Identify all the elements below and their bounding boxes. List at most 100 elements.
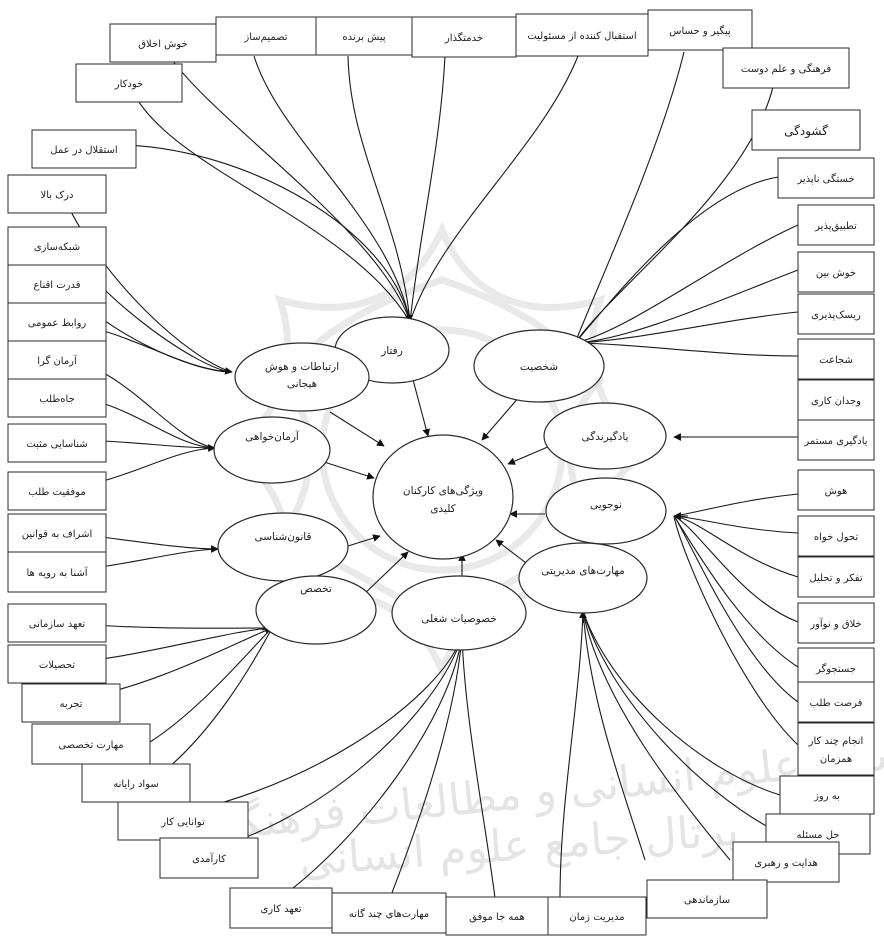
- item-box-savad: [81, 763, 191, 803]
- item-box-modiriat-zaman: [547, 896, 647, 936]
- item-box-masouliat: [515, 13, 649, 57]
- item-label-tahsilat: تحصیلات: [39, 660, 76, 671]
- item-label-berooz: به روز: [813, 791, 840, 802]
- item-box-ravabet: [7, 302, 107, 342]
- item-box-forsat: [797, 681, 875, 723]
- item-box-khallagh: [797, 602, 875, 644]
- item-box-berooz: [779, 775, 875, 815]
- category-idealism: آرمان‌خواهی: [213, 416, 331, 484]
- item-label-tahavol: تحول خواه: [814, 532, 858, 543]
- item-label-shabake: شبکه‌سازی: [34, 242, 80, 253]
- category-label-innovation: نوجویی: [590, 499, 622, 511]
- item-label-anjam-2: همزمان: [820, 754, 852, 765]
- item-label-tafakor: تفکر و تحلیل: [809, 573, 862, 584]
- item-box-movafaghiat: [7, 471, 107, 511]
- category-label-communication-1: ارتباطات و هوش: [265, 361, 339, 373]
- item-label-khoshbin: خوش بین: [816, 268, 856, 279]
- center-label-1: ویژگی‌های کارکنان: [403, 484, 483, 497]
- category-communication: ارتباطات و هوش هیجانی: [234, 342, 370, 412]
- item-label-tahod-kari: تعهد کاری: [260, 904, 301, 915]
- item-box-karamadi: [159, 837, 259, 879]
- category-label-management: مهارت‌های مدیریتی: [541, 565, 625, 577]
- item-label-hoosh: هوش: [825, 486, 848, 497]
- item-box-tasmimsaz: [215, 16, 317, 56]
- item-box-tahod-sazmani: [7, 603, 107, 643]
- item-box-shojaat: [797, 338, 875, 380]
- item-label-pishbarande: پیش برنده: [342, 32, 386, 43]
- item-label-hedayat: هدایت و رهبری: [754, 858, 818, 869]
- item-boxes: خوش اخلاق تصمیم‌ساز پیش برنده خدمتگذار ا…: [7, 9, 875, 936]
- item-label-tahod-sazmani: تعهد سازمانی: [29, 619, 86, 630]
- item-label-ravabet: روابط عمومی: [28, 318, 87, 329]
- item-box-esteghlal: [31, 129, 137, 169]
- item-box-hamejamovafagh: [445, 896, 549, 936]
- item-box-farhangi: [722, 47, 850, 89]
- category-label-personality: شخصیت: [520, 361, 558, 373]
- item-label-chandgane: مهارت‌های چند گانه: [349, 908, 429, 920]
- item-box-jahtalab: [7, 378, 107, 418]
- item-box-peygir: [647, 9, 753, 51]
- item-label-risk: ریسک‌پذیری: [811, 310, 861, 321]
- item-box-gošudegi: [751, 109, 861, 151]
- item-label-tavanai: توانایی کار: [160, 817, 205, 828]
- item-label-sazmandehi: سازماندهی: [684, 895, 730, 906]
- category-innovation: نوجویی: [545, 477, 667, 545]
- item-label-yadgiri: یادگیری مستمر: [803, 435, 867, 447]
- item-label-peygir: پیگیر و حساس: [669, 25, 731, 37]
- item-box-chandgane: [331, 892, 447, 934]
- item-label-karamadi: کارآمدی: [192, 852, 226, 865]
- category-label-learning: یادگیرندگی: [582, 430, 629, 443]
- category-learning: یادگیرندگی: [543, 402, 667, 470]
- item-label-goshudegi: گشودگی: [784, 124, 828, 139]
- item-box-khoshbin: [797, 251, 875, 293]
- item-box-vojdan: [797, 379, 875, 421]
- center-node: ویژگی‌های کارکنان کلیدی: [372, 434, 514, 560]
- item-box-khedmatgozar: [411, 16, 517, 58]
- item-box-tahsilat: [7, 644, 107, 684]
- item-box-tafakor: [797, 556, 875, 598]
- item-label-khosh-akhlagh: خوش اخلاق: [138, 39, 187, 50]
- item-label-khodkar: خودکار: [114, 79, 143, 90]
- item-label-jahtalab: جاه‌طلب: [39, 394, 75, 405]
- item-box-khodkar: [75, 63, 183, 103]
- item-box-tajrobe: [21, 683, 121, 723]
- item-label-modiriat-zaman: مدیریت زمان: [569, 912, 624, 923]
- category-legal: قانون‌شناسی: [217, 512, 349, 582]
- item-label-eghna: قدرت اقناع: [33, 280, 80, 291]
- item-box-ashna: [7, 551, 107, 593]
- item-label-khallagh: خلاق و نوآور: [809, 617, 861, 630]
- item-label-jostojugar: جستجوگر: [815, 663, 856, 675]
- item-box-jostojugar: [797, 647, 875, 689]
- category-center-arrows: [323, 375, 551, 599]
- item-label-maharat-takhasosi: مهارت تخصصی: [58, 740, 123, 751]
- item-label-tajrobe: تجربه: [60, 699, 83, 710]
- item-label-armangara: آرمان گرا: [37, 354, 78, 367]
- item-box-khastegi: [777, 157, 875, 199]
- item-label-dark: درک بالا: [41, 190, 74, 201]
- item-box-anjam: [797, 722, 875, 776]
- item-label-esteghlal: استقلال در عمل: [50, 145, 117, 156]
- item-box-hoosh: [797, 469, 875, 511]
- item-box-tatbigh: [797, 204, 875, 246]
- item-label-shojaat: شجاعت: [819, 355, 853, 366]
- item-box-armangara: [7, 340, 107, 380]
- item-box-eghna: [7, 264, 107, 304]
- item-label-hamejamovafagh: همه جا موفق: [469, 912, 525, 923]
- category-expertise: تخصص: [255, 575, 377, 645]
- category-label-job: خصوصیات شغلی: [421, 613, 497, 625]
- category-label-idealism: آرمان‌خواهی: [245, 430, 300, 443]
- item-label-farhangi: فرهنگی و علم دوست: [741, 63, 831, 75]
- category-label-expertise: تخصص: [300, 583, 332, 595]
- item-label-masouliat: استقبال کننده از مسئولیت: [527, 31, 636, 42]
- item-label-khastegi: خستگی ناپذیر: [796, 173, 854, 185]
- item-label-hal: حل مسئله: [797, 830, 840, 841]
- item-box-maharat-takhasosi: [31, 723, 151, 765]
- category-label-behavior: رفتار: [380, 345, 403, 357]
- center-label-2: کلیدی: [430, 503, 455, 515]
- item-box-dark: [7, 174, 107, 214]
- item-label-ashna: آشنا به رویه ها: [26, 566, 88, 579]
- item-box-tavanai: [117, 801, 249, 841]
- item-label-vojdan: وجدان کاری: [811, 396, 861, 407]
- item-label-savad: سواد رایانه: [113, 779, 159, 790]
